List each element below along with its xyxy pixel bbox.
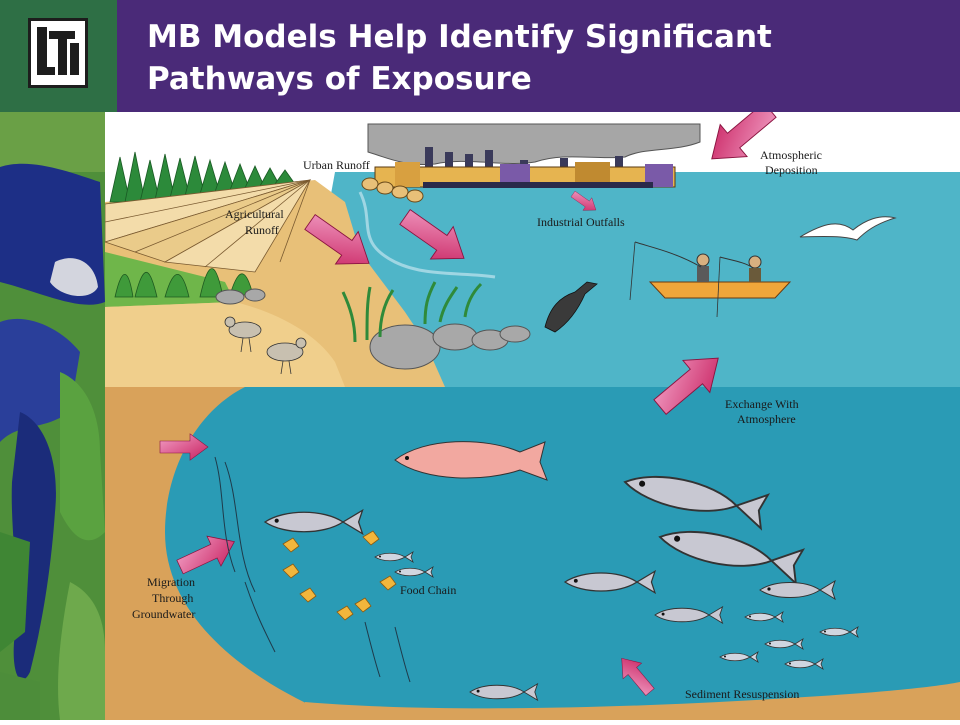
label-atmosphere: Atmosphere: [737, 412, 796, 426]
forest: [109, 151, 296, 203]
title-bar: MB Models Help Identify Significant Path…: [117, 0, 960, 112]
sediment-bottom: [305, 682, 960, 720]
label-deposition: Deposition: [765, 163, 818, 177]
label-exchange-with: Exchange With: [725, 397, 799, 411]
rocks: [215, 288, 531, 370]
city-skyline: [367, 123, 701, 188]
sediment-left: [105, 387, 340, 720]
diagram-canvas: Urban Runoff Atmospheric Deposition Agri…: [103, 93, 960, 720]
lti-logo-mark: [37, 27, 79, 75]
fishing-boat: [629, 241, 792, 318]
outfall-pipes: [361, 177, 424, 203]
runoff-stream: [358, 191, 496, 279]
label-through: Through: [152, 591, 193, 605]
label-industrial-outfalls: Industrial Outfalls: [537, 215, 625, 229]
shrubs: [114, 268, 254, 298]
label-groundwater: Groundwater: [132, 607, 195, 621]
lti-logo: [28, 18, 88, 88]
aquatic-plants: [214, 456, 411, 683]
label-sediment-resuspension: Sediment Resuspension: [685, 687, 799, 701]
satellite-image: [0, 112, 105, 720]
cormorant: [544, 281, 598, 333]
label-food-chain: Food Chain: [400, 583, 456, 597]
page-title: MB Models Help Identify Significant Path…: [147, 16, 937, 100]
seagull: [799, 216, 897, 241]
sandpipers: [224, 316, 307, 375]
diagram-labels: Urban Runoff Atmospheric Deposition Agri…: [132, 148, 822, 701]
label-agricultural: Agricultural: [225, 207, 284, 221]
exposure-pathways-diagram: Urban Runoff Atmospheric Deposition Agri…: [103, 93, 960, 720]
label-urban-runoff: Urban Runoff: [303, 158, 370, 172]
label-runoff: Runoff: [245, 223, 279, 237]
logo-box: [0, 0, 117, 112]
reeds: [341, 281, 483, 343]
salmon: [394, 441, 548, 481]
label-migration: Migration: [147, 575, 195, 589]
title-line-1: MB Models Help Identify Significant: [147, 19, 772, 55]
label-atmospheric: Atmospheric: [760, 148, 822, 162]
agricultural-fields: [103, 178, 312, 273]
title-line-2: Pathways of Exposure: [147, 61, 532, 97]
beach: [105, 302, 345, 387]
